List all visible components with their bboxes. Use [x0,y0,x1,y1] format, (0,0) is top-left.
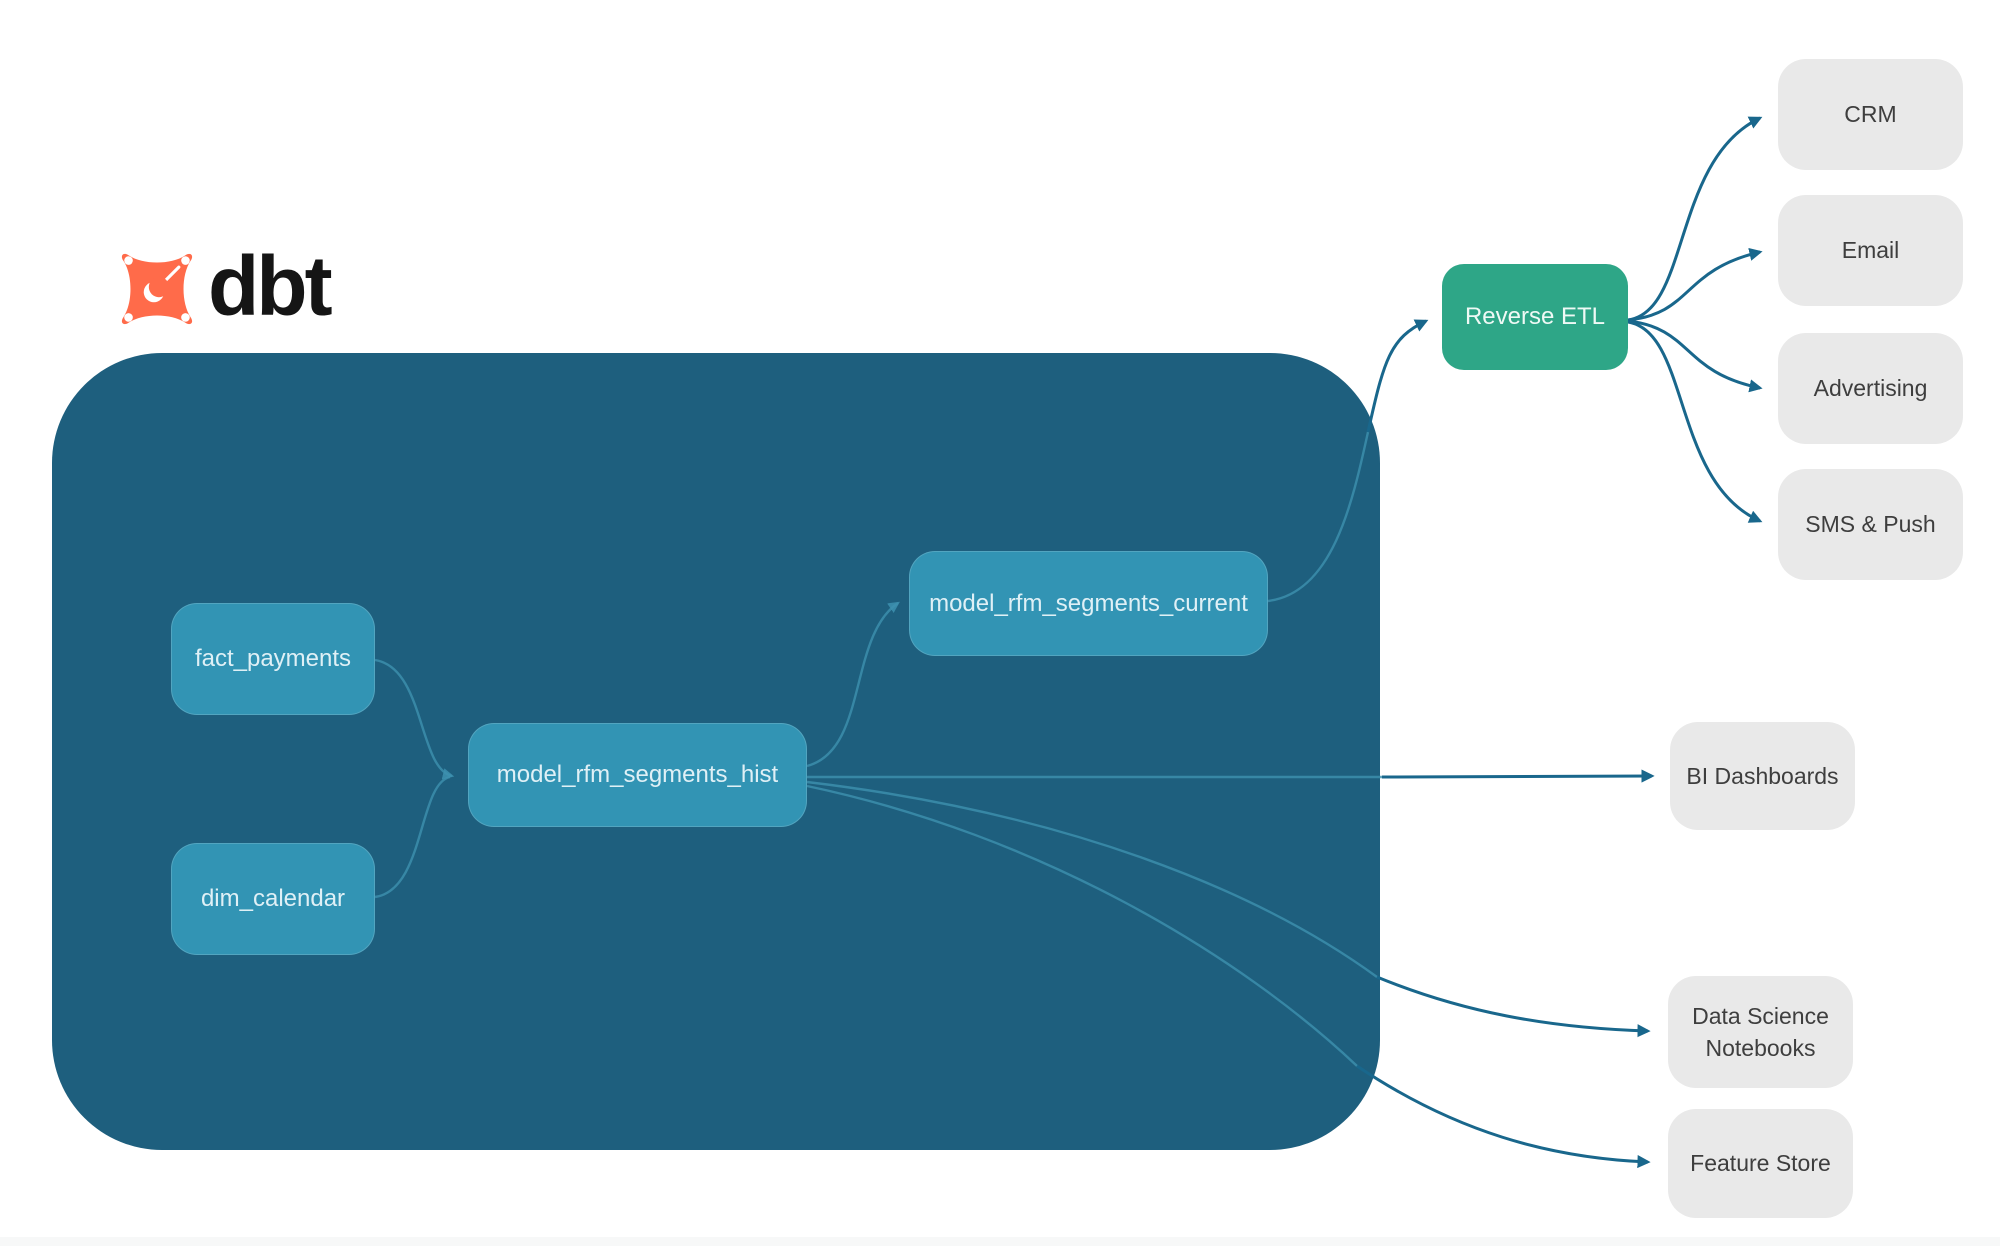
edge-reverse-etl-to-email [1627,247,1763,322]
node-email[interactable]: Email [1778,195,1963,306]
node-label: CRM [1844,101,1897,128]
edge-hist-to-notebooks-internal [806,780,1378,978]
node-label: fact_payments [194,645,352,672]
edge-reverse-etl-to-crm [1627,116,1763,322]
node-bi-dashboards[interactable]: BI Dashboards [1670,722,1855,830]
node-label: Feature Store [1690,1150,1831,1177]
node-label: Reverse ETL [1464,303,1606,330]
node-model-rfm-segments-current[interactable]: model_rfm_segments_current [909,551,1268,656]
node-label: SMS & Push [1805,511,1936,538]
node-label: dim_calendar [200,885,346,912]
edge-dim-calendar-to-hist [374,775,451,899]
edge-reverse-etl-to-advertising [1627,319,1763,393]
edge-hist-to-current [806,601,900,768]
edge-hist-to-feature-store-internal [806,784,1358,1067]
node-label: model_rfm_segments_hist [496,761,779,788]
edge-reverse-etl-to-sms-push [1627,320,1763,523]
edge-hist-to-data-science-notebooks [1376,975,1651,1038]
node-feature-store[interactable]: Feature Store [1668,1109,1853,1218]
node-model-rfm-segments-hist[interactable]: model_rfm_segments_hist [468,723,807,827]
node-reverse-etl[interactable]: Reverse ETL [1442,264,1628,370]
node-label: Data Science Notebooks [1692,1002,1829,1061]
node-fact-payments[interactable]: fact_payments [171,603,375,715]
node-data-science-notebooks[interactable]: Data Science Notebooks [1668,976,1853,1088]
dbt-logo: dbt [118,239,333,334]
node-crm[interactable]: CRM [1778,59,1963,170]
edge-hist-to-bi-dashboards [1381,769,1655,783]
node-label: model_rfm_segments_current [929,589,1248,617]
edge-hist-to-feature-store [1356,1064,1651,1169]
dbt-supernova-icon [121,253,193,325]
node-advertising[interactable]: Advertising [1778,333,1963,444]
node-dim-calendar[interactable]: dim_calendar [171,843,375,955]
dbt-logo-text: dbt [208,239,333,333]
edge-current-to-reverse-etl-internal [1267,431,1370,603]
node-sms-push[interactable]: SMS & Push [1778,469,1963,580]
edge-current-to-reverse-etl [1366,319,1429,433]
edge-fact-payments-to-hist [374,658,455,780]
node-label: BI Dashboards [1686,762,1839,789]
node-label: Advertising [1813,375,1928,402]
bottom-edge-strip [0,1237,2000,1246]
node-label: Email [1841,237,1900,264]
